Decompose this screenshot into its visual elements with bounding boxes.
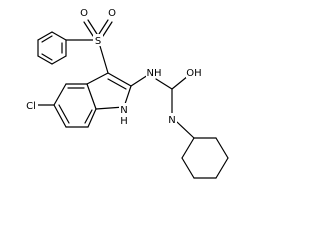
indole-c7-c7a-bond (87, 108, 97, 128)
cyclohexyl-bond-2 (215, 137, 229, 159)
sulfur-label: S (95, 36, 101, 47)
sulfur-to-indole-bond (99, 45, 109, 74)
nh-to-carbonyl-bond (155, 78, 173, 90)
oxygen-label-left: O (80, 8, 88, 19)
phenyl-bond-1 (37, 31, 53, 41)
sulfur-oxygen-left-bond-b (87, 19, 98, 35)
urea-nh-label: NH (147, 68, 162, 79)
hydroxyl-label: OH (186, 68, 201, 79)
oxygen-label-right: O (108, 8, 116, 19)
indole-c3-c2-double-bond (107, 78, 127, 90)
indole-to-nh-bond (130, 74, 149, 87)
sulfonyl-group (65, 19, 113, 74)
sulfur-oxygen-right-bond-b (98, 19, 109, 35)
indole-c7-c7a-double-bond (84, 109, 93, 124)
indole-c4-c5-bond (53, 83, 67, 106)
atom-labels: O S O NH OH Cl N N H (24, 6, 202, 127)
urea-group (130, 74, 195, 139)
indole-c5-c6-bond (53, 104, 67, 128)
chemical-structure-diagram: O S O NH OH Cl N N H (24, 6, 229, 179)
sulfur-oxygen-right-bond-a (102, 21, 113, 37)
phenyl-bond-5 (37, 55, 53, 65)
indole-c7a-c3a-bond (86, 83, 97, 110)
phenyl-bond-2 (51, 31, 67, 41)
indole-nitrogen-label: N (120, 105, 127, 116)
indole-c3a-c3-bond (86, 72, 109, 85)
cyclohexyl-ring (181, 137, 229, 179)
cyclohexyl-bond-6 (181, 137, 195, 159)
urea-nitrogen-label: N (168, 115, 175, 126)
phenyl-double-bond-inner-3 (41, 53, 53, 61)
carbonyl-to-oh-bond (171, 75, 189, 90)
indole-c5-c6-double-bond (58, 104, 70, 124)
cyclohexyl-bond-5 (181, 157, 195, 179)
cyclohexyl-bond-3 (215, 157, 229, 179)
phenyl-bond-4 (51, 55, 67, 65)
indole-c3-c2-bond (107, 72, 132, 87)
indole-hydrogen-label: H (120, 116, 128, 127)
n-to-cyclohexyl-bond (176, 121, 195, 139)
phenyl-double-bond-inner-1 (41, 35, 53, 43)
phenyl-ring (37, 31, 67, 65)
sulfur-oxygen-left-bond-a (83, 21, 94, 37)
indole-ring-system (35, 72, 132, 128)
chlorine-label: Cl (26, 101, 36, 112)
